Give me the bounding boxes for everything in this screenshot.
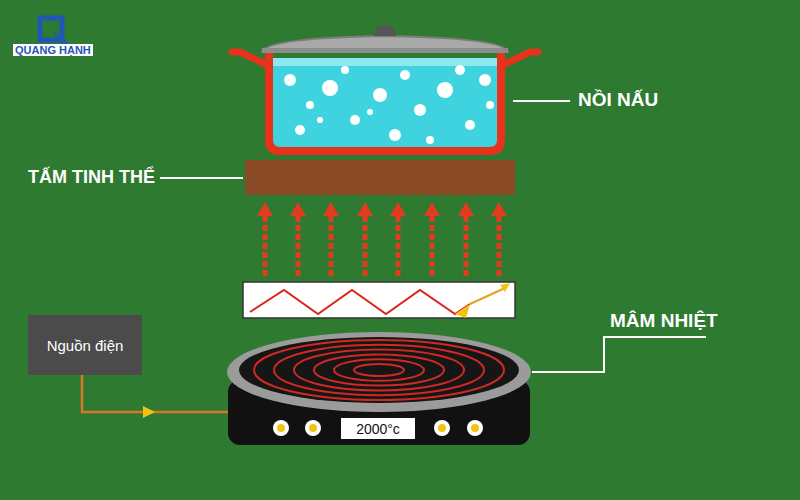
node-text: 2000°c <box>356 421 400 437</box>
heat-arrow <box>491 202 507 276</box>
bubble <box>465 120 475 130</box>
cooking-pot <box>232 25 538 151</box>
bubble <box>455 65 465 75</box>
bubble <box>322 80 338 96</box>
heating-coil <box>314 354 444 385</box>
bubble <box>400 70 410 80</box>
bubble <box>437 82 453 98</box>
heat-arrows <box>257 202 507 276</box>
heat-arrow <box>323 202 339 276</box>
heating-coil <box>274 345 484 395</box>
bubble <box>284 74 296 86</box>
bubble <box>426 136 434 144</box>
temperature-display: 2000°c <box>341 418 415 439</box>
heat-arrow <box>257 202 273 276</box>
hot-plate <box>227 332 531 445</box>
part-label: MÂM NHIỆT <box>610 310 718 332</box>
heating-coil <box>254 340 504 400</box>
leader-line <box>532 337 706 372</box>
bubble <box>306 101 314 109</box>
bubble <box>486 101 494 109</box>
bubble <box>373 88 387 102</box>
heating-coil <box>354 364 404 376</box>
heating-coil <box>294 350 464 391</box>
logo-icon <box>40 18 70 44</box>
bubble <box>295 125 305 135</box>
bubble <box>479 74 491 86</box>
bubble <box>341 66 349 74</box>
crystal-plate <box>245 160 515 195</box>
bubble <box>367 109 373 115</box>
part-label: NỒI NẤU <box>578 89 658 110</box>
part-label: MÂM NHIỆT <box>610 310 718 331</box>
bubble <box>414 104 426 116</box>
part-label: TẤM TINH THỂ <box>28 167 155 188</box>
node-text: Nguồn điện <box>47 337 124 354</box>
heating-coil <box>334 359 424 381</box>
part-label: NỒI NẤU <box>578 89 658 111</box>
leader-line <box>160 177 243 179</box>
heating-element <box>243 282 515 318</box>
bubble <box>350 115 360 125</box>
heat-arrow <box>357 202 373 276</box>
part-label: TẤM TINH THỂ <box>28 167 155 187</box>
heat-arrow <box>290 202 306 276</box>
logo-text: QUANG HẠNH <box>13 44 93 56</box>
heat-arrow <box>424 202 440 276</box>
bubble <box>389 129 401 141</box>
leader-line <box>513 100 570 102</box>
heat-arrow <box>390 202 406 276</box>
heat-arrow <box>458 202 474 276</box>
bubble <box>317 117 323 123</box>
power-source-box: Nguồn điện <box>28 315 142 375</box>
logo-text: QUANG HẠNH <box>13 40 93 58</box>
power-wire <box>82 375 228 418</box>
